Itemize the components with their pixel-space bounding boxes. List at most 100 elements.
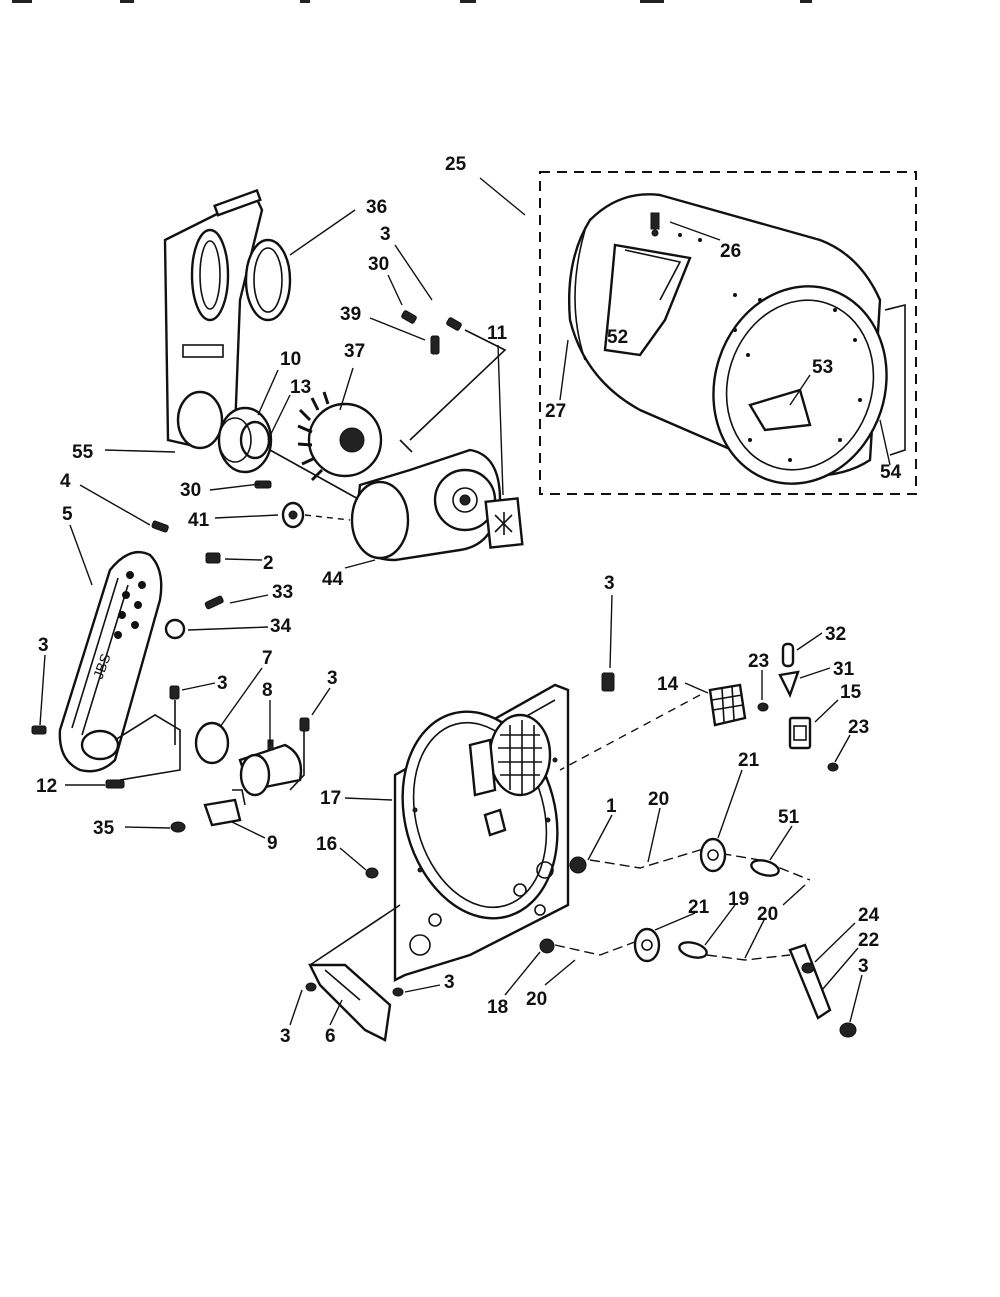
baffle-screw (650, 212, 660, 230)
callout-label: 4 (60, 471, 71, 492)
callout-label: 22 (858, 930, 879, 951)
callout-label: 21 (688, 897, 710, 918)
callout-label: 36 (366, 197, 387, 218)
motor-capacitor (238, 739, 303, 797)
callout-label: 3 (38, 635, 49, 656)
callout-label: 3 (604, 573, 615, 594)
screw-3-base-right (392, 987, 404, 997)
nut-2 (205, 552, 221, 564)
screw-3-panel (601, 672, 615, 692)
callout-label: 44 (322, 569, 344, 590)
idler-pulley (164, 618, 186, 640)
motor-fan (297, 391, 383, 482)
callout-label: 25 (445, 154, 467, 175)
callout-label: 33 (272, 582, 293, 603)
callout-label: 21 (738, 750, 760, 771)
drum-inner-rim (725, 299, 875, 471)
callout-label: 2 (263, 553, 274, 574)
panel-inner-bracket (468, 738, 497, 797)
drum-inner-baffle (748, 388, 812, 432)
blower-assembly (151, 188, 524, 564)
callout-label: 8 (262, 680, 273, 701)
callout-label: 20 (648, 789, 669, 810)
screw-33 (204, 595, 224, 610)
callout-label: 20 (526, 989, 547, 1010)
callout-label: 54 (880, 462, 902, 483)
callout-label: 3 (858, 956, 869, 977)
drum-assembly (539, 171, 917, 495)
blower-wheel-hub (239, 420, 271, 460)
callout-label: 39 (340, 304, 361, 325)
callout-label: 16 (316, 834, 337, 855)
screw-30-upper (401, 310, 417, 324)
callout-label: 30 (180, 480, 201, 501)
callout-label: 5 (62, 504, 73, 525)
drum-roller-18 (539, 938, 555, 954)
blower-seal (244, 238, 292, 322)
drum-rear-rim (574, 229, 586, 361)
callout-label: 3 (380, 224, 391, 245)
callout-label: 20 (757, 904, 778, 925)
callout-label: 7 (262, 648, 273, 669)
thermal-fuse-box (708, 683, 747, 727)
leader-lines (39, 177, 891, 1026)
callout-label: 17 (320, 788, 341, 809)
screw-23-b (827, 762, 839, 772)
callout-label: 53 (812, 357, 833, 378)
callout-label: 34 (270, 616, 292, 637)
screw-4 (151, 520, 169, 533)
screw-3-arm (31, 725, 47, 735)
screw-3-right (299, 717, 310, 732)
drum-roller-21-b (633, 927, 661, 963)
nut-35 (170, 821, 186, 833)
drive-belt-path (409, 329, 507, 441)
callout-label: 27 (545, 401, 566, 422)
switch-15 (788, 716, 812, 750)
sensor-32 (781, 642, 795, 668)
roller-shaft-51 (750, 859, 780, 877)
callout-label: 1 (606, 796, 617, 817)
bulkhead-top-clip (213, 188, 262, 217)
drive-motor (350, 448, 502, 562)
motor-switch (484, 497, 524, 549)
callout-label: 19 (728, 889, 749, 910)
motor-bracket (203, 798, 242, 827)
screw-3-upper (446, 317, 462, 331)
blower-housing-opening (176, 390, 224, 450)
callout-label: 55 (72, 442, 94, 463)
callout-label: 31 (833, 659, 855, 680)
drum-assembly-boundary (539, 171, 917, 495)
callout-label: 35 (93, 818, 115, 839)
callout-label: 32 (825, 624, 846, 645)
callout-label: 23 (848, 717, 869, 738)
clip-39 (430, 335, 440, 355)
drum-baffle (603, 243, 692, 357)
callout-label: 9 (267, 833, 278, 854)
nut-16 (365, 867, 379, 879)
callout-label: 37 (344, 341, 365, 362)
lead-wire-14 (559, 694, 701, 771)
drum-roller-1 (569, 856, 587, 874)
roller-axle-upper (589, 849, 811, 881)
callout-label: 10 (280, 349, 301, 370)
bulkhead-upper-opening (190, 228, 230, 322)
roller-bracket (788, 943, 832, 1020)
callout-label: 14 (657, 674, 679, 695)
screw-3-bracket (839, 1022, 857, 1038)
thermistor-31 (778, 670, 800, 699)
idler-bracket (114, 714, 181, 781)
callout-labels: 25 36 3 30 39 37 10 13 55 11 26 52 27 53… (36, 154, 902, 1047)
heater-grill (488, 713, 552, 797)
idler-pulley-7 (194, 721, 230, 765)
callout-label: 3 (327, 668, 338, 689)
callout-label: 15 (840, 682, 862, 703)
panel-holes (409, 757, 558, 956)
toe-panel (308, 963, 392, 1042)
drum-roller-21-a (699, 837, 727, 873)
callout-label: 12 (36, 776, 57, 797)
callout-label: 41 (188, 510, 210, 531)
roller-shaft-19 (678, 941, 708, 959)
drum-front-rim (712, 285, 888, 485)
callout-label: 3 (280, 1026, 291, 1047)
callout-label: 23 (748, 651, 769, 672)
